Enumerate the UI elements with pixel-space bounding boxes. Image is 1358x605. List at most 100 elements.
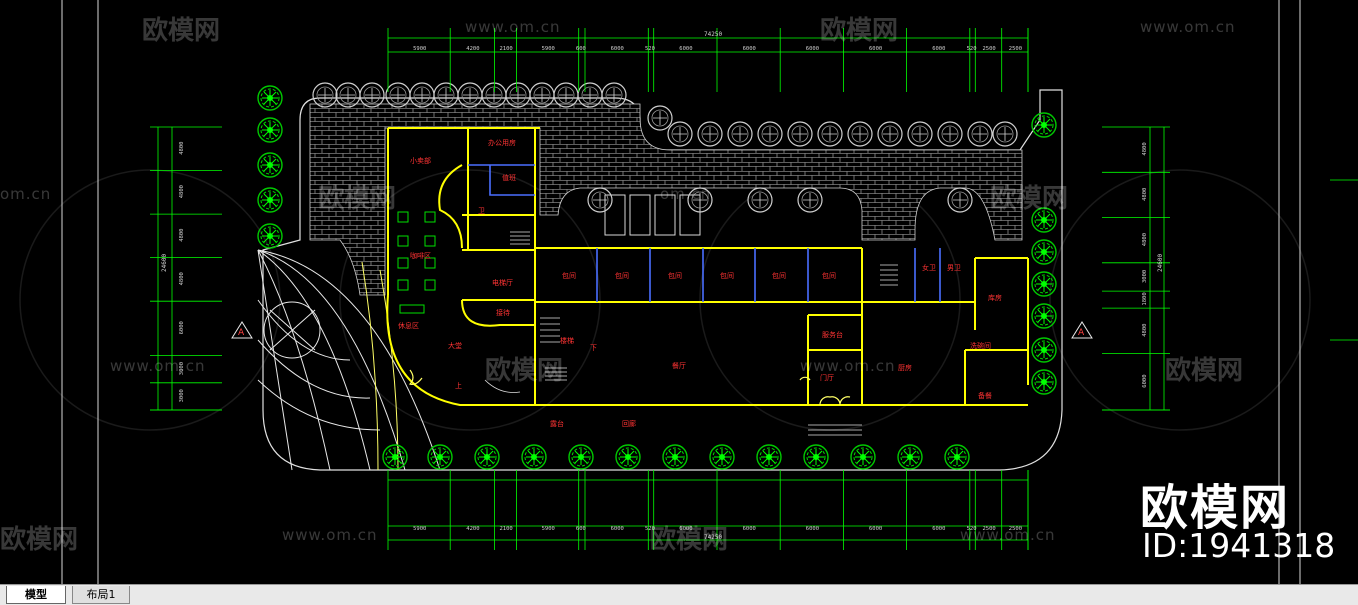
trees-bottom-row [382, 444, 970, 470]
label-lounge: 休息区 [398, 321, 419, 330]
cad-drawing[interactable]: 5900 4200 2100 5900 600 6000 520 6000 6000 6000 60… [0, 0, 1358, 584]
layout-tab-bar: 模型 布局1 [0, 584, 1358, 605]
dim-right-0: 4800 [1142, 142, 1148, 155]
trees-left-column [257, 85, 283, 249]
dimension-total-right: 24600 [1157, 254, 1164, 272]
stairs [484, 231, 898, 436]
dim-right-1: 4800 [1142, 188, 1148, 201]
svg-text:A: A [238, 328, 245, 338]
dim-bottom-3: 5900 [542, 526, 555, 532]
dim-bottom-0: 5900 [413, 526, 426, 532]
dim-bottom-1: 4200 [466, 526, 479, 532]
dim-top-6: 520 [645, 46, 655, 52]
dim-top-2: 2100 [500, 46, 513, 52]
section-marker-right: A [1071, 321, 1093, 339]
brand-id: ID:1941318 [1142, 526, 1336, 565]
label-elevator: 电梯厅 [492, 278, 513, 287]
watermark-rings [19, 169, 1311, 431]
label-foyer: 门厅 [820, 373, 834, 382]
dim-bottom-13: 2500 [983, 526, 996, 532]
cafe-tables [397, 211, 436, 314]
doors [408, 369, 851, 406]
dim-bottom-4: 600 [576, 526, 586, 532]
dim-top-14: 2500 [1009, 46, 1022, 52]
tab-layout1[interactable]: 布局1 [72, 586, 130, 604]
label-private-2: 包间 [615, 271, 629, 280]
label-storage: 库房 [988, 293, 1002, 302]
label-guard: 值班 [502, 173, 516, 182]
dim-bottom-5: 6000 [611, 526, 624, 532]
svg-text:A: A [1078, 328, 1085, 338]
label-wc-m: 男卫 [947, 264, 961, 272]
dim-left-6: 3000 [179, 389, 185, 402]
dimension-text-left: 4800 4800 4800 4800 6000 3000 3000 [179, 142, 185, 403]
dimension-ticks [150, 28, 1170, 550]
dim-bottom-8: 6000 [743, 526, 756, 532]
partitions [468, 164, 941, 302]
dim-right-6: 6000 [1142, 374, 1148, 387]
dim-left-0: 4800 [179, 142, 185, 155]
label-corridor: 回廊 [622, 419, 636, 428]
trees-right-column [1031, 112, 1057, 395]
dim-bottom-11: 6000 [932, 526, 945, 532]
building-walls [386, 127, 1029, 406]
dim-left-2: 4800 [179, 229, 185, 242]
dim-bottom-2: 2100 [500, 526, 513, 532]
dim-right-2: 4800 [1142, 233, 1148, 246]
dim-right-3: 3000 [1142, 270, 1148, 283]
dim-bottom-7: 6000 [679, 526, 692, 532]
dim-top-12: 520 [967, 46, 977, 52]
frame-lines [61, 0, 1301, 584]
brand-logo-text: 欧模网 [1140, 480, 1291, 536]
dim-left-5: 3000 [179, 362, 185, 375]
dim-right-5: 4800 [1142, 324, 1148, 337]
room-labels: 小卖部 办公用房 值班 卫 咖啡区 休息区 大堂 电梯厅 接待 楼梯 包间 包间… [398, 138, 1002, 428]
dim-bottom-6: 520 [645, 526, 655, 532]
label-terrace: 露台 [550, 419, 564, 428]
dim-top-1: 4200 [466, 46, 479, 52]
label-stairs: 楼梯 [560, 336, 574, 345]
label-private-1: 包间 [562, 271, 576, 280]
dim-top-7: 6000 [679, 46, 692, 52]
label-wash: 洗碗间 [970, 341, 991, 350]
label-service: 服务台 [822, 330, 843, 339]
label-cafe: 咖啡区 [410, 251, 431, 260]
label-hall: 大堂 [448, 341, 462, 350]
dim-left-4: 6000 [179, 321, 185, 334]
section-marker-left: A [231, 321, 253, 339]
label-private-3: 包间 [668, 271, 682, 280]
dim-left-1: 4800 [179, 185, 185, 198]
dim-top-3: 5900 [542, 46, 555, 52]
dim-bottom-14: 2500 [1009, 526, 1022, 532]
label-wc: 卫 [478, 207, 485, 215]
label-up: 上 [455, 381, 462, 390]
label-restaurant: 餐厅 [672, 361, 686, 370]
dim-bottom-9: 6000 [806, 526, 819, 532]
label-kitchen: 厨房 [898, 363, 912, 372]
dim-top-8: 6000 [743, 46, 756, 52]
dimension-text-top: 5900 4200 2100 5900 600 6000 520 6000 6000 6000 60… [413, 46, 1022, 52]
label-wc-f: 女卫 [922, 263, 936, 272]
label-private-6: 包间 [822, 271, 836, 280]
label-prep: 备餐 [978, 391, 992, 400]
dim-bottom-10: 6000 [869, 526, 882, 532]
dim-top-10: 6000 [869, 46, 882, 52]
dimension-text-bottom: 5900 4200 2100 5900 600 6000 520 6000 6000 6000 60… [413, 526, 1022, 532]
label-private-5: 包间 [772, 271, 786, 280]
dim-right-4: 1800 [1142, 292, 1148, 305]
label-office: 办公用房 [488, 138, 516, 147]
dimension-text-right: 4800 4800 4800 3000 1800 4800 6000 [1142, 142, 1148, 387]
paving [309, 103, 1023, 296]
dim-left-3: 4800 [179, 272, 185, 285]
plaza-paving [257, 249, 441, 471]
tab-model[interactable]: 模型 [6, 586, 66, 604]
dim-top-9: 6000 [806, 46, 819, 52]
dim-top-4: 600 [576, 46, 586, 52]
label-reception: 接待 [496, 308, 510, 317]
dim-bottom-12: 520 [967, 526, 977, 532]
plaza-curve-road [361, 261, 379, 471]
dimension-total-bottom: 74250 [704, 534, 722, 541]
dim-top-0: 5900 [413, 46, 426, 52]
label-shop: 小卖部 [410, 156, 431, 165]
dim-top-5: 6000 [611, 46, 624, 52]
